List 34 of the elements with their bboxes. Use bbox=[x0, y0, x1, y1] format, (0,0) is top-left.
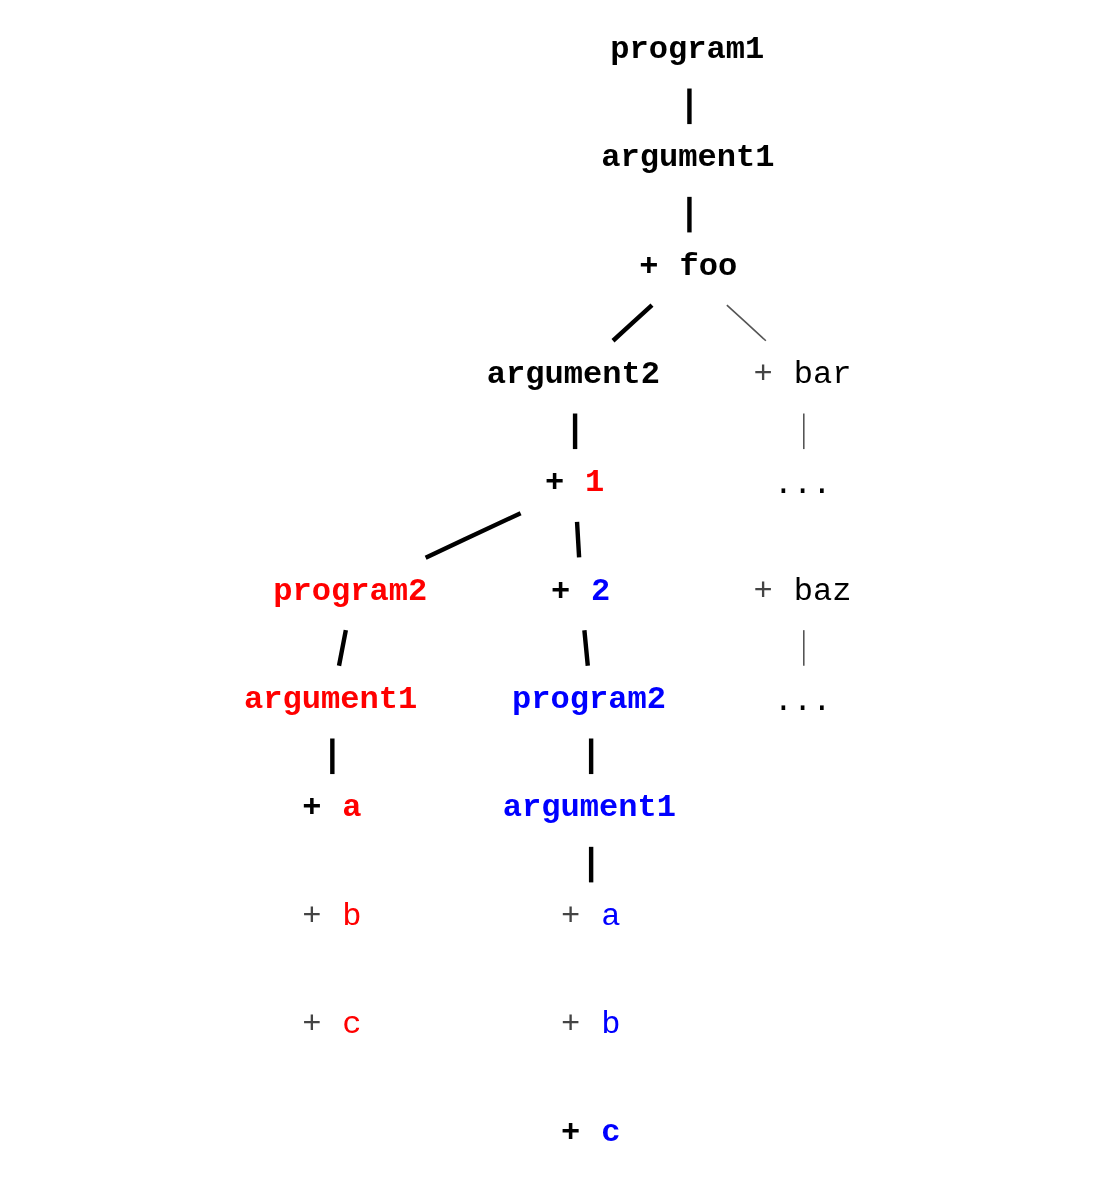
node-text: + baz bbox=[753, 572, 852, 610]
connector bbox=[588, 846, 594, 883]
node-text: program2 bbox=[273, 572, 428, 610]
node-text: + c bbox=[561, 1114, 621, 1152]
node-text: + b bbox=[561, 1005, 621, 1043]
connector bbox=[611, 303, 654, 343]
connector bbox=[726, 304, 767, 342]
node-text: ... bbox=[773, 682, 832, 720]
node-text: program2 bbox=[511, 680, 666, 718]
connector bbox=[687, 88, 692, 125]
node-text: argument1 bbox=[502, 789, 677, 827]
connector bbox=[330, 738, 335, 775]
connector bbox=[336, 629, 348, 667]
node-text: program1 bbox=[610, 30, 765, 68]
connector bbox=[687, 196, 692, 233]
node-text: + 1 bbox=[544, 464, 605, 502]
connector bbox=[424, 511, 522, 560]
node-text: + bar bbox=[753, 355, 852, 393]
node-text: argument2 bbox=[486, 355, 661, 393]
connector bbox=[802, 629, 805, 667]
node-text: + 2 bbox=[551, 572, 611, 610]
node-text: + b bbox=[302, 897, 362, 935]
node-text: + foo bbox=[639, 247, 738, 285]
connector bbox=[588, 738, 594, 775]
node-text: + a bbox=[302, 789, 362, 827]
connector bbox=[574, 521, 582, 558]
connector bbox=[582, 629, 590, 666]
node-text: + c bbox=[302, 1005, 362, 1043]
node-text: argument1 bbox=[601, 139, 775, 177]
node-text: ... bbox=[773, 466, 832, 504]
connector bbox=[802, 412, 805, 450]
connector bbox=[572, 413, 578, 450]
node-text: argument1 bbox=[244, 680, 418, 718]
node-text: + a bbox=[561, 897, 621, 935]
